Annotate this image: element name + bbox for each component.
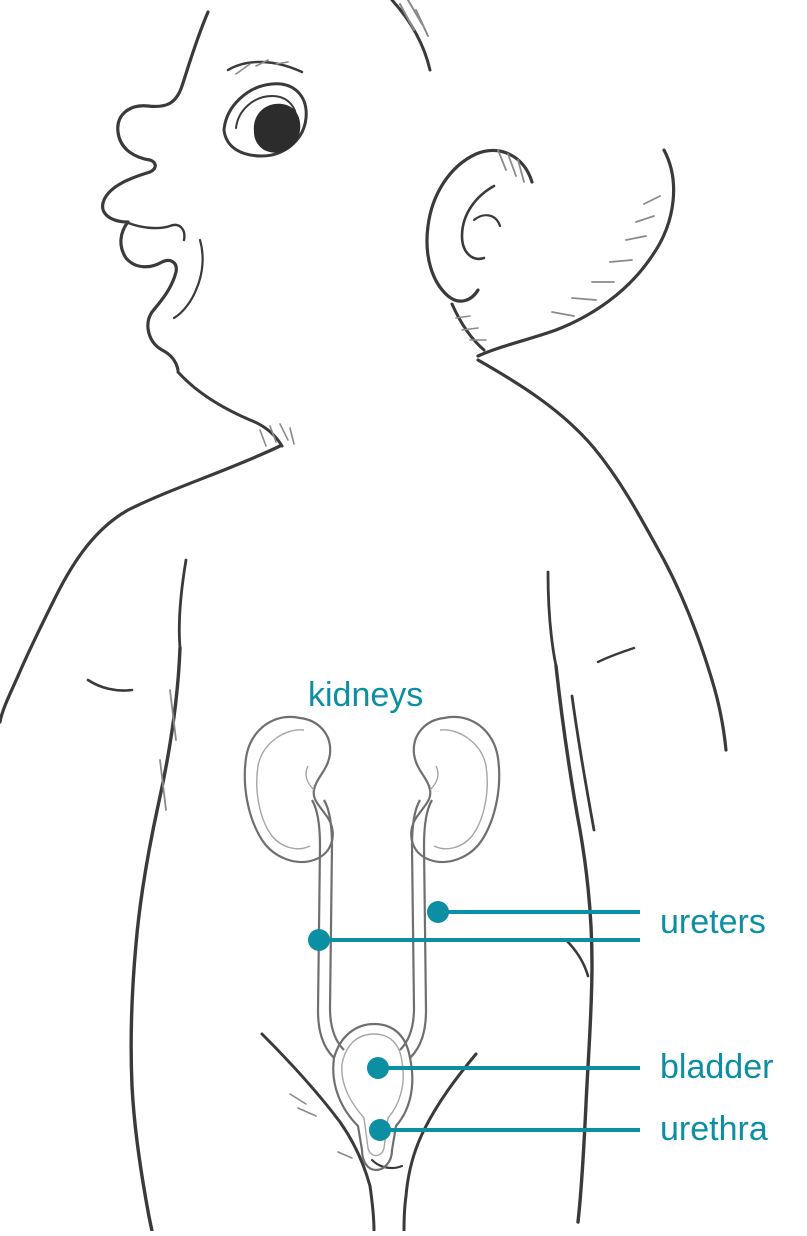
ureters-callout-dot-1	[427, 901, 449, 923]
urethra-label: urethra	[660, 1112, 768, 1146]
eye	[224, 60, 306, 156]
face-outline	[103, 12, 208, 370]
bladder-label: bladder	[660, 1050, 773, 1084]
ear	[427, 150, 532, 301]
right-shoulder-arm	[478, 360, 726, 750]
right-ureter	[400, 800, 432, 1058]
left-ureter	[312, 800, 344, 1058]
neck-chin-outline	[178, 372, 294, 446]
bladder-organ	[333, 1024, 412, 1170]
head-back-outline	[392, 0, 674, 356]
torso-left-side	[131, 648, 180, 1231]
ureters-callout-dot-2	[308, 929, 330, 951]
ureters-label: ureters	[660, 905, 766, 939]
kidneys-label: kidneys	[308, 678, 423, 712]
bladder-callout-dot	[367, 1057, 389, 1079]
left-shoulder-arm	[0, 446, 280, 722]
urethra-callout-dot	[369, 1119, 391, 1141]
torso-right-side	[556, 666, 594, 1222]
